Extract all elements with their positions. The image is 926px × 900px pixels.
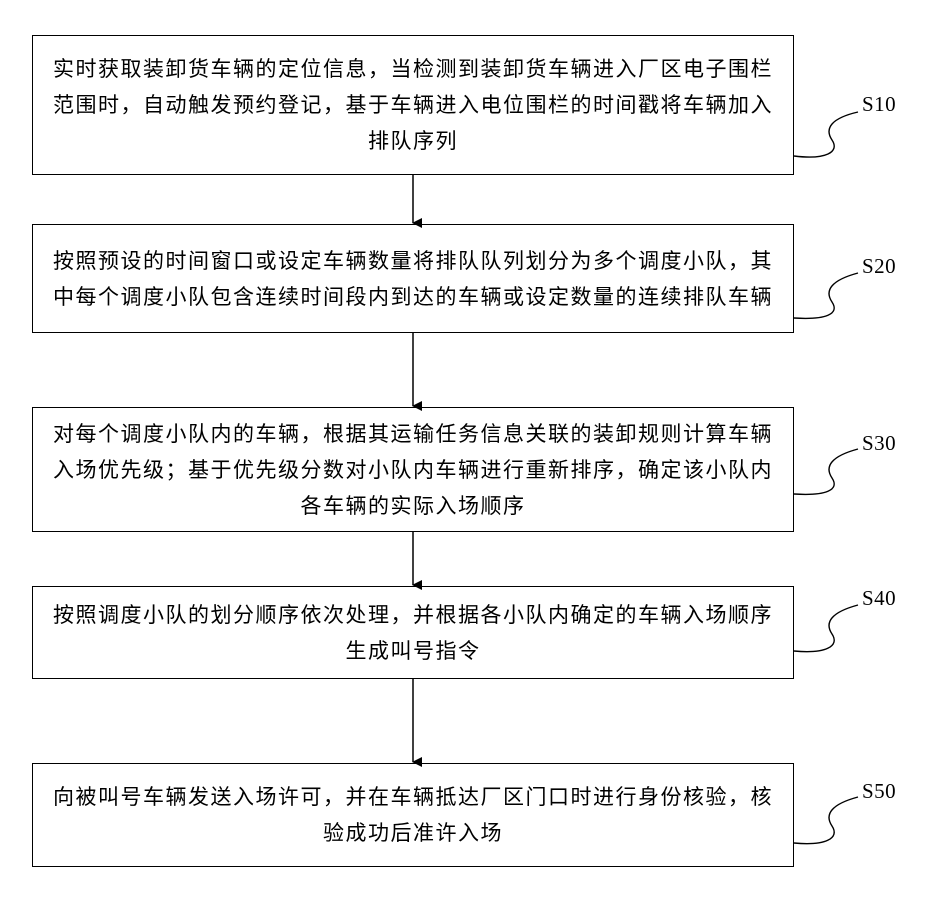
leader-line-s30 <box>794 449 858 494</box>
leader-line-s10 <box>794 112 858 157</box>
leader-line-s40 <box>794 605 858 652</box>
leader-line-s20 <box>794 273 858 318</box>
leader-line-s50 <box>794 797 858 844</box>
